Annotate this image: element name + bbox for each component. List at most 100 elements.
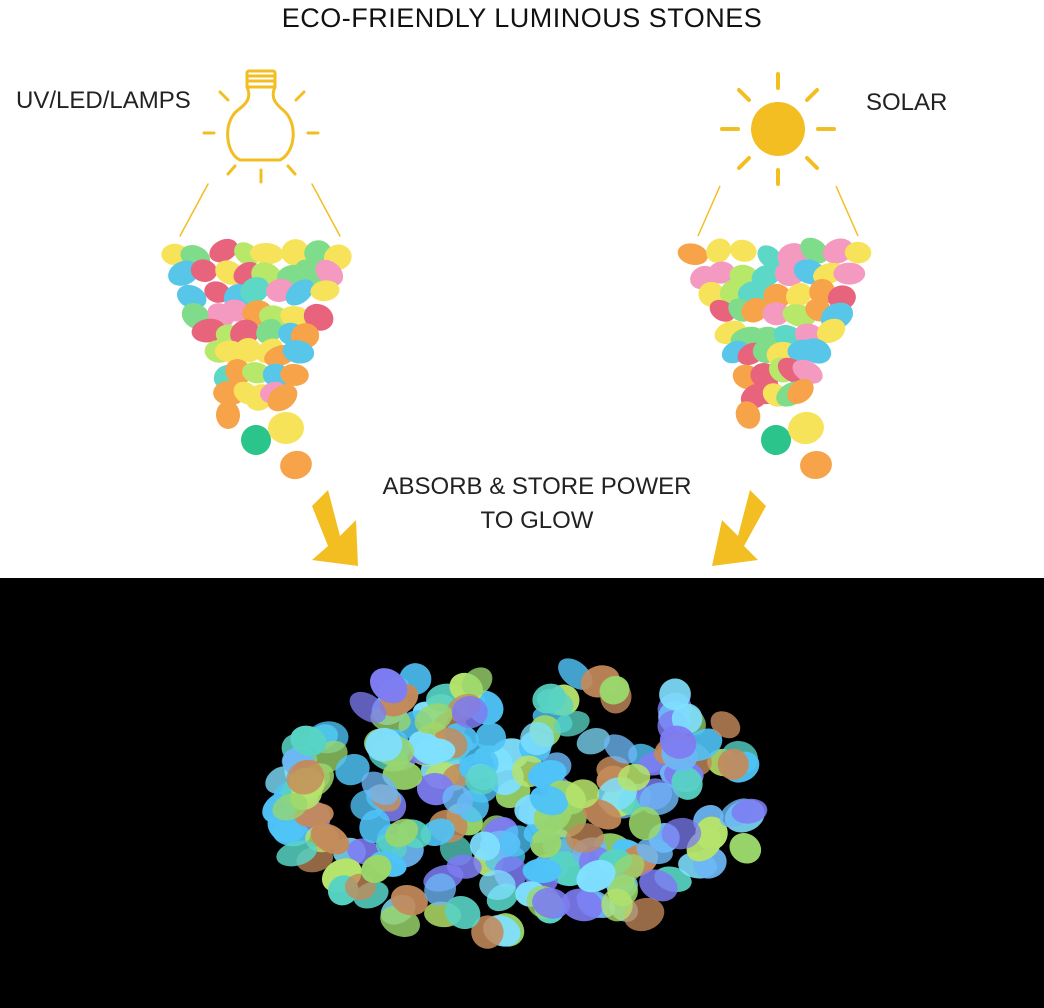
pebble: [267, 384, 298, 412]
pebble: [603, 734, 638, 764]
pebble: [465, 764, 498, 795]
pebble: [335, 753, 370, 786]
pebble: [671, 766, 703, 800]
pebble: [290, 725, 327, 757]
pebble: [659, 678, 691, 711]
pebble: [763, 283, 791, 309]
pebble: [424, 873, 457, 906]
pebble: [706, 238, 732, 263]
pebble: [528, 760, 567, 788]
pebble: [788, 411, 824, 445]
pebble: [565, 823, 605, 853]
caption-line-1: ABSORB & STORE POWER: [382, 473, 692, 500]
glow-caption: ABSORB & STORE POWER TO GLOW: [362, 470, 712, 538]
left-stone-pile: [161, 238, 352, 480]
pebble: [414, 703, 453, 734]
pebble: [272, 821, 311, 847]
pebble: [209, 238, 238, 263]
pebble: [565, 779, 600, 809]
pebble: [636, 838, 673, 865]
pebble: [280, 450, 312, 480]
glowing-stone-pile: [262, 658, 768, 949]
light-bulb-icon: [179, 69, 341, 237]
pebble: [240, 277, 270, 304]
pebble: [276, 840, 318, 867]
pebble: [310, 823, 350, 855]
pebble: [176, 284, 207, 310]
pebble: [731, 798, 768, 824]
solar-label: SOLAR: [866, 89, 948, 116]
pebble: [471, 915, 504, 949]
pebble: [282, 340, 315, 364]
pebble: [221, 299, 249, 322]
pebble: [561, 888, 603, 922]
pebble: [677, 243, 708, 266]
left-down-arrow-icon: [312, 490, 358, 566]
pebble: [272, 793, 308, 821]
pebble: [390, 884, 428, 916]
pebble: [532, 887, 570, 919]
pebble: [286, 760, 324, 795]
pebble: [442, 784, 473, 815]
pebble: [801, 338, 832, 364]
pebble: [530, 829, 562, 858]
pebble: [529, 785, 569, 816]
pebble: [717, 748, 749, 780]
pebble: [710, 711, 741, 739]
pebble: [462, 667, 493, 697]
pebble: [361, 771, 399, 806]
pebble: [599, 675, 630, 705]
pebble: [285, 279, 314, 306]
pebble: [215, 401, 241, 429]
pebble: [623, 897, 665, 932]
pebble: [204, 281, 231, 303]
pebble: [235, 337, 262, 363]
pebble: [241, 425, 271, 455]
pebble: [787, 378, 814, 404]
pebble: [611, 854, 645, 885]
pebble: [730, 239, 757, 262]
pebble: [800, 237, 829, 264]
pebble: [268, 411, 304, 445]
pebble: [190, 259, 218, 282]
pebble: [822, 238, 854, 264]
pebble: [729, 833, 762, 864]
pebble: [761, 425, 791, 455]
pebble: [601, 888, 633, 922]
pebble: [659, 725, 697, 759]
pebble: [582, 798, 622, 830]
pebble: [479, 869, 516, 901]
pebble: [256, 318, 283, 344]
pebble: [444, 895, 481, 930]
right-down-arrow-icon: [712, 490, 766, 566]
pebble: [816, 318, 846, 344]
pebble: [639, 869, 678, 902]
pebble: [741, 297, 769, 323]
page-title: ECO-FRIENDLY LUMINOUS STONES: [281, 3, 763, 33]
pebble: [785, 283, 812, 307]
pebble: [762, 302, 790, 326]
pebble: [315, 259, 344, 286]
pebble: [735, 401, 761, 429]
pebble: [833, 262, 866, 285]
pebble: [800, 450, 832, 480]
pebble: [536, 688, 574, 716]
pebble: [576, 727, 610, 755]
pebble: [241, 362, 271, 384]
pebble: [365, 727, 403, 762]
pebble: [349, 691, 387, 723]
pebble: [281, 239, 309, 266]
pebble: [161, 243, 189, 266]
pebble: [617, 763, 651, 792]
pebble: [757, 245, 783, 269]
caption-line-2: TO GLOW: [480, 507, 594, 534]
uv-led-lamps-label: UV/LED/LAMPS: [16, 87, 191, 114]
pebble: [499, 825, 533, 857]
pebble: [707, 261, 735, 284]
sun-icon: [697, 72, 859, 237]
pebble: [553, 711, 590, 737]
pebble: [303, 303, 334, 331]
pebble: [792, 359, 823, 384]
pebble: [475, 722, 506, 753]
